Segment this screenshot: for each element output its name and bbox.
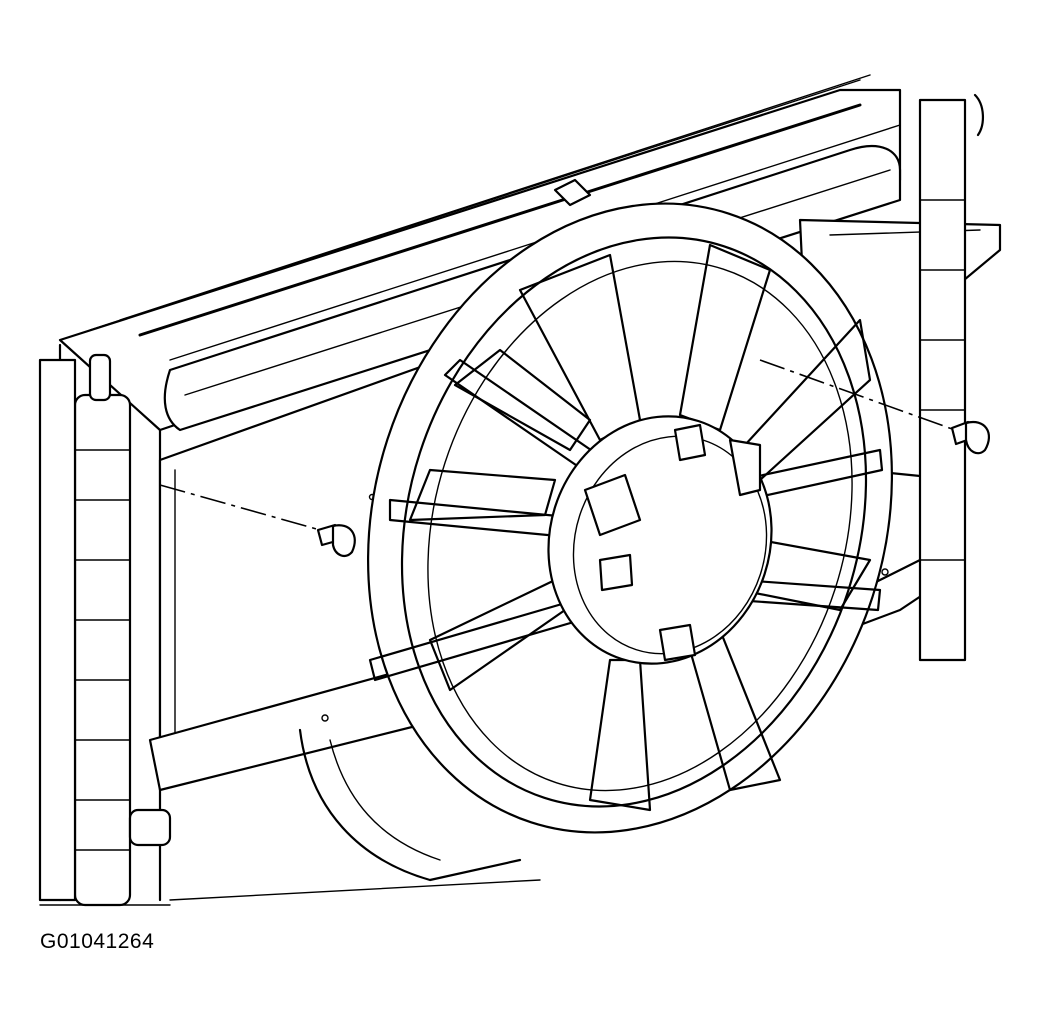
fan-bolt-right <box>759 359 991 455</box>
radiator-left-tank <box>38 353 172 907</box>
fan-motor-hub <box>547 415 773 665</box>
frame-base <box>39 879 541 906</box>
shroud-lower-curve <box>298 728 522 882</box>
fan-bolt-left <box>159 484 356 558</box>
figure-id-label: G01041264 <box>40 930 155 953</box>
